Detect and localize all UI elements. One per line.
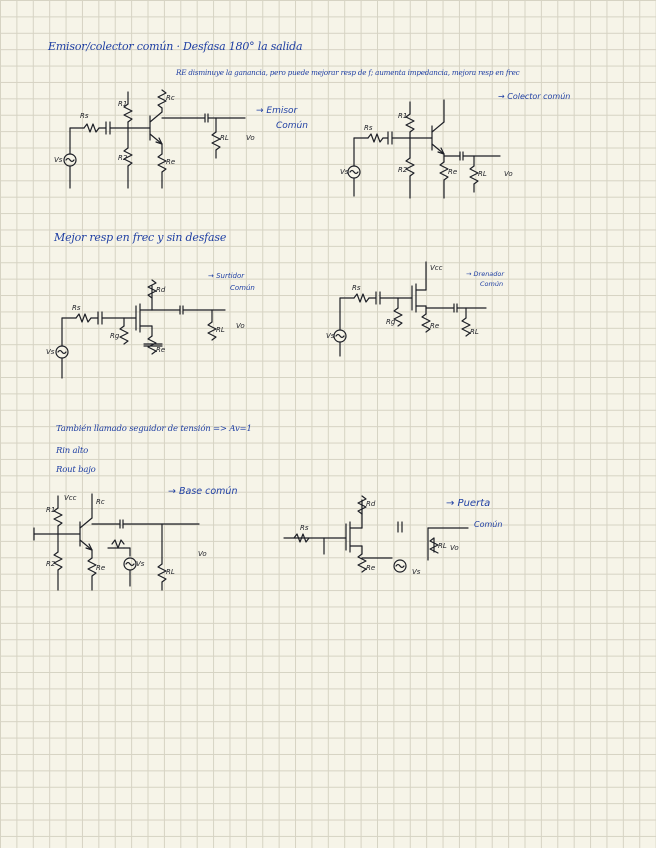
emisor-comun-title: Emisor/colector común · Desfasa 180° la … [48, 40, 303, 53]
label-emisor-comun-1: → Emisor [256, 106, 298, 116]
svg-text:R2: R2 [398, 166, 408, 174]
svg-text:Rs: Rs [364, 124, 373, 132]
label-drenador-comun-1: → Drenador [466, 270, 505, 278]
svg-text:Re: Re [156, 346, 165, 354]
svg-text:R1: R1 [398, 112, 407, 120]
svg-text:Re: Re [430, 322, 439, 330]
svg-text:Rs: Rs [300, 524, 309, 532]
tambien-note: También llamado seguidor de tensión => A… [56, 424, 252, 434]
svg-text:R1: R1 [118, 100, 127, 108]
svg-text:Vs: Vs [46, 348, 55, 356]
rin-alto-note: Rin alto [56, 446, 89, 456]
svg-text:RL: RL [438, 542, 447, 550]
label-puerta-comun-2: Común [474, 520, 503, 529]
svg-text:Vo: Vo [450, 544, 459, 552]
svg-text:RL: RL [478, 170, 487, 178]
svg-text:RL: RL [220, 134, 229, 142]
label-surtidor-comun-1: → Surtidor [208, 272, 245, 280]
svg-text:Vs: Vs [136, 560, 145, 568]
svg-text:Vo: Vo [504, 170, 513, 178]
mejor-resp-title: Mejor resp en frec y sin desfase [54, 231, 227, 244]
svg-text:R2: R2 [118, 154, 128, 162]
svg-text:Rs: Rs [72, 304, 81, 312]
label-colector-comun: → Colector común [498, 92, 571, 101]
svg-text:Re: Re [366, 564, 375, 572]
svg-text:Vs: Vs [340, 168, 349, 176]
svg-text:Vo: Vo [246, 134, 255, 142]
label-drenador-comun-2: Común [480, 280, 504, 288]
svg-text:Rs: Rs [352, 284, 361, 292]
svg-text:Vo: Vo [236, 322, 245, 330]
svg-text:Vo: Vo [198, 550, 207, 558]
svg-text:RL: RL [470, 328, 479, 336]
label-emisor-comun-2: Común [276, 121, 308, 131]
svg-text:Rs: Rs [80, 112, 89, 120]
rout-bajo-note: Rout bajo [56, 465, 96, 475]
svg-text:Vcc: Vcc [430, 264, 443, 272]
svg-text:RL: RL [166, 568, 175, 576]
label-surtidor-comun-2: Común [230, 284, 255, 292]
svg-text:RL: RL [216, 326, 225, 334]
svg-text:R2: R2 [46, 560, 56, 568]
svg-text:Rc: Rc [166, 94, 175, 102]
svg-text:Rc: Rc [96, 498, 105, 506]
svg-text:Rg: Rg [386, 318, 396, 326]
svg-text:Vs: Vs [326, 332, 335, 340]
svg-text:Vs: Vs [54, 156, 63, 164]
svg-text:Re: Re [166, 158, 175, 166]
svg-text:Rd: Rd [366, 500, 376, 508]
svg-text:Vs: Vs [412, 568, 421, 576]
label-puerta-comun-1: → Puerta [446, 498, 491, 509]
svg-text:Rd: Rd [156, 286, 166, 294]
re-note: RE disminuye la ganancia, pero puede mej… [176, 68, 520, 77]
svg-text:Rg: Rg [110, 332, 120, 340]
svg-text:R1: R1 [46, 506, 55, 514]
svg-text:Vcc: Vcc [64, 494, 77, 502]
svg-text:Re: Re [96, 564, 105, 572]
label-base-comun: → Base común [168, 486, 238, 497]
svg-text:Re: Re [448, 168, 457, 176]
